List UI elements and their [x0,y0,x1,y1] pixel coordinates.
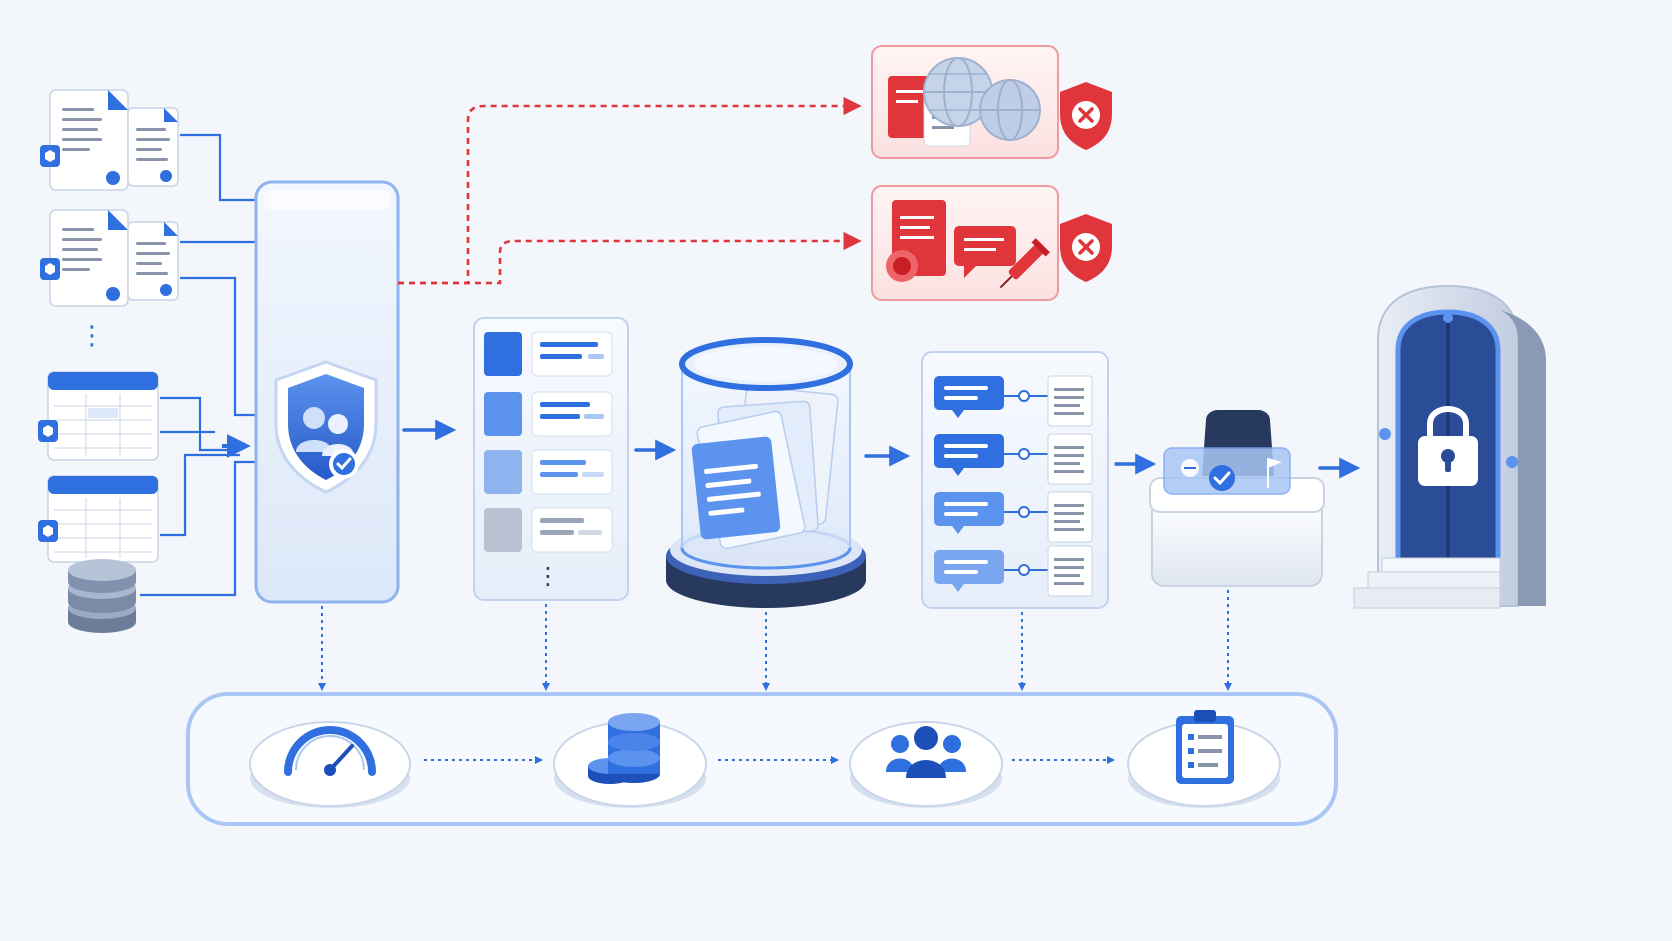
blocked-paths [398,96,862,285]
document-certificate-icon [127,221,179,301]
blocked-shield-x-icon [1060,82,1112,150]
user-group-icon [886,726,966,778]
malware-chat-syringe-icon [886,200,1050,289]
speedometer-gauge-icon [284,726,376,776]
spreadsheet-table-icon [38,475,159,563]
blocked-malicious-injection [871,185,1112,301]
coin-stack-icon [588,713,660,784]
lock-door-icon [1418,406,1478,486]
database-stack-icon [68,559,136,633]
monitor-audit [1127,710,1281,808]
approval-check-icon [1163,447,1291,495]
classified-list-panel: ⋮ [473,317,629,601]
blocked-shield-x-icon [1060,214,1112,282]
approval-station [1149,410,1325,587]
document-certificate-icon [40,209,129,307]
shield-users-check-icon [274,360,378,494]
spreadsheet-table-icon [38,371,159,461]
source-documents [40,89,179,307]
source-tables [38,371,159,563]
document-certificate-icon [127,107,179,187]
secure-vault [1353,284,1546,609]
clipboard-checklist-icon [1176,710,1234,784]
source-connectors [140,133,258,597]
document-certificate-icon [40,89,129,191]
monitoring-bar [186,692,1338,826]
list-ellipsis: ⋮ [536,562,560,590]
vector-store [666,337,866,608]
sources-ellipsis: ⋮ [79,321,105,351]
document-list-icon [484,331,613,553]
blocked-external-sharing [871,45,1112,159]
vault-steps [1353,557,1501,609]
monitor-users [849,721,1003,808]
flow-arrows [402,419,1361,479]
monitoring-drop-lines [318,590,1232,691]
cylinder-documents-icon [691,385,839,550]
retrieval-results-panel [921,351,1109,609]
monitor-storage [553,713,707,808]
security-gateway-panel [254,180,400,604]
monitor-performance [249,721,411,808]
chat-document-links-icon [934,375,1093,597]
documents-globes-icon [888,57,1041,147]
